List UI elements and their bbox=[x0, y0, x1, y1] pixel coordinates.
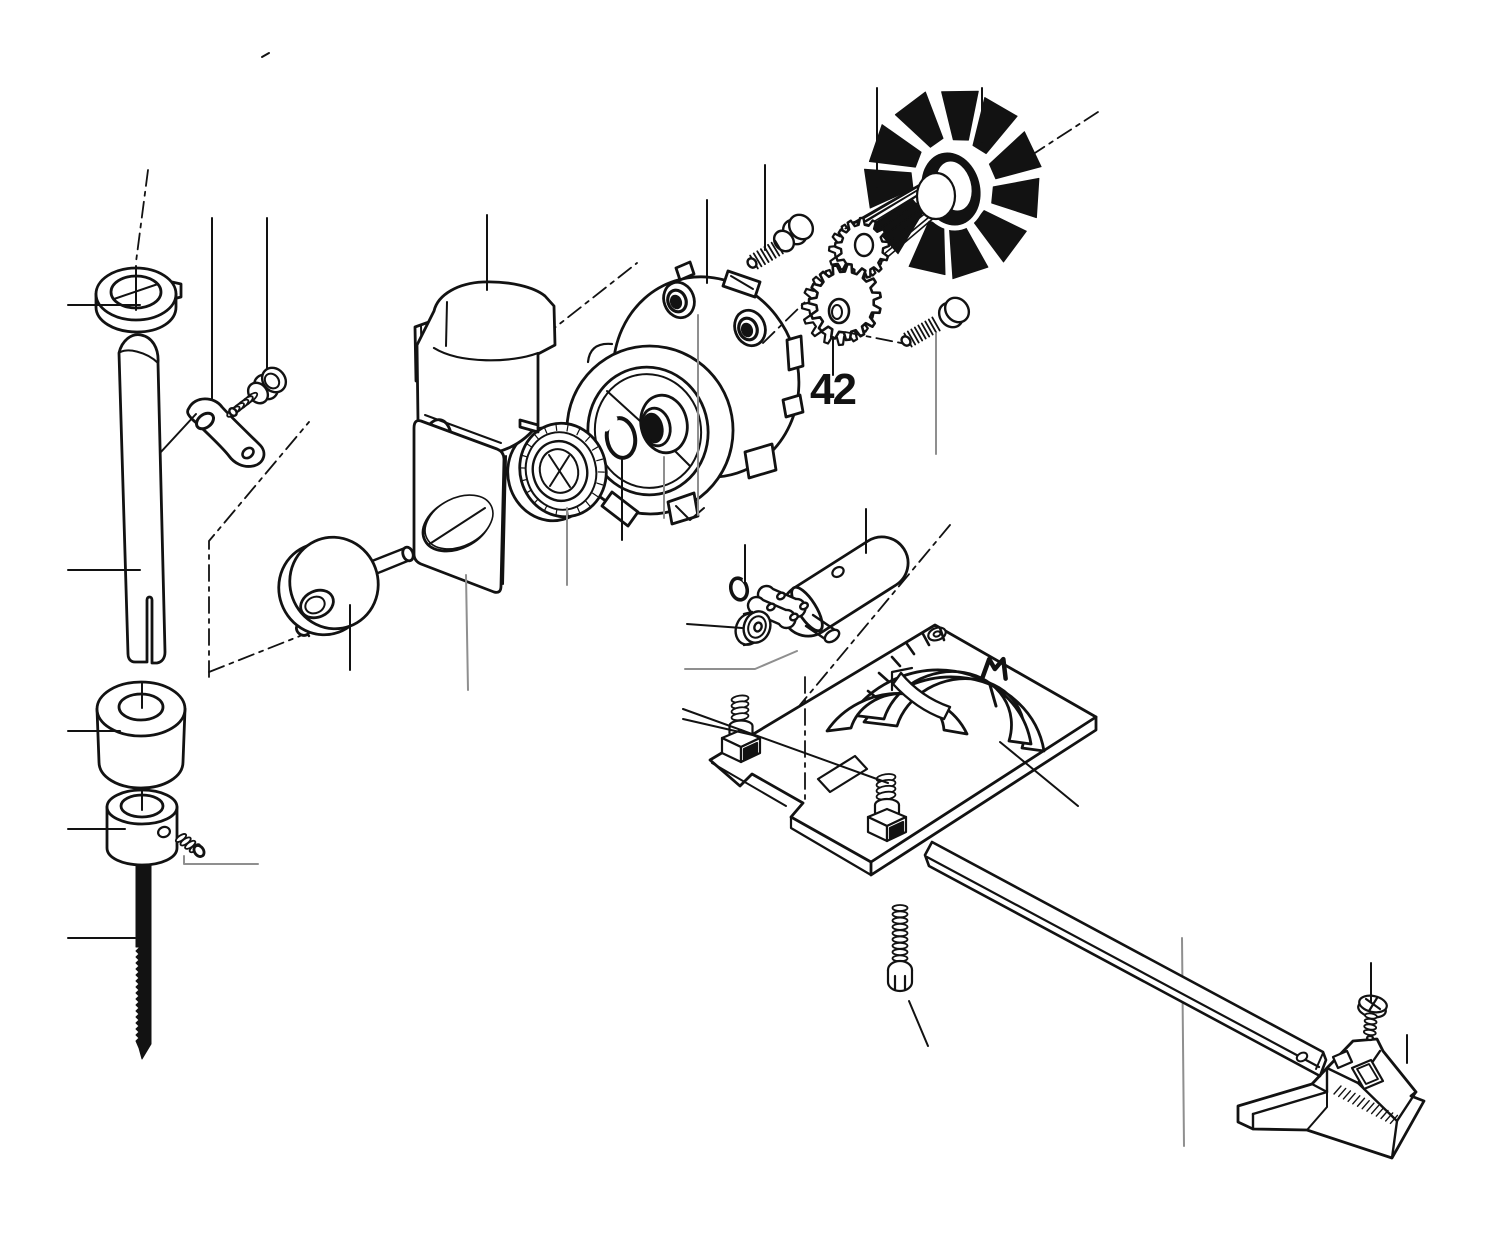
fan-blade bbox=[972, 97, 1018, 155]
fan-blade bbox=[988, 131, 1042, 180]
ball-bearing bbox=[506, 421, 608, 523]
crank-cylinder bbox=[780, 535, 910, 638]
callout-42: 42 bbox=[810, 365, 855, 414]
leader-lines-gray bbox=[183, 314, 937, 865]
stray-mark bbox=[261, 52, 270, 58]
saw-blade-body bbox=[135, 860, 152, 1060]
hex-bolt-upper bbox=[746, 213, 815, 270]
blade-guard-foot bbox=[1236, 1037, 1426, 1160]
angle-scale-arch bbox=[825, 626, 1046, 753]
upper-shaft-collar bbox=[94, 265, 183, 334]
fan-blade bbox=[991, 177, 1040, 219]
molded-m-mark bbox=[980, 656, 1008, 681]
spacer-bushing bbox=[95, 680, 187, 790]
fan-blade bbox=[894, 91, 944, 148]
fan-blade bbox=[941, 90, 979, 141]
o-ring bbox=[728, 573, 752, 602]
roller bbox=[734, 610, 772, 647]
depth-stop-bar bbox=[923, 840, 1328, 1078]
fan-blade bbox=[868, 124, 922, 168]
blade-collar bbox=[105, 787, 206, 867]
link-plates bbox=[746, 584, 809, 630]
eccentric-drive bbox=[277, 535, 415, 638]
housing-cover bbox=[413, 280, 557, 455]
set-screw bbox=[174, 833, 201, 854]
clamp-screw-front bbox=[720, 694, 762, 764]
clamp-screw-rear bbox=[866, 773, 908, 843]
link-screw bbox=[226, 366, 288, 418]
pivot-pin bbox=[804, 613, 841, 644]
drive-gear-42 bbox=[800, 262, 882, 347]
cooling-fan-icon bbox=[864, 90, 1042, 280]
motor-pinion-gear bbox=[827, 171, 957, 283]
saw-blade bbox=[135, 860, 152, 1060]
base-plate bbox=[708, 623, 1098, 877]
mounting-screw bbox=[886, 904, 914, 993]
seal-plate bbox=[412, 414, 507, 594]
center-lines bbox=[762, 300, 951, 801]
fan-blade bbox=[973, 210, 1027, 263]
guard-screw bbox=[1357, 994, 1388, 1042]
link-lever bbox=[186, 397, 266, 468]
plunger-rod bbox=[117, 333, 167, 665]
leader-lines bbox=[67, 87, 1408, 1064]
hex-bolt-right bbox=[900, 296, 971, 348]
leader-line-stop-bar bbox=[1181, 937, 1185, 1147]
retaining-ring bbox=[602, 415, 638, 460]
